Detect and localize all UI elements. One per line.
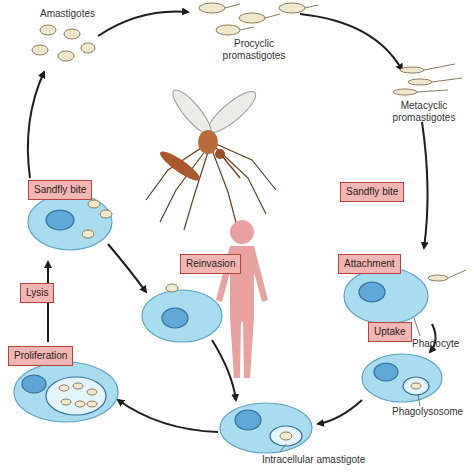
stage-label: Intracellular amastigote: [262, 454, 365, 466]
procyclic-promastigotes: [199, 3, 318, 35]
step-box: Proliferation: [8, 346, 73, 366]
step-label: Sandfly bite: [34, 184, 86, 196]
step-label: Reinvasion: [186, 258, 235, 270]
step-box: Sandfly bite: [340, 182, 404, 202]
stage-label: Metacyclic promastigotes: [384, 100, 464, 124]
human-figure: [216, 220, 268, 378]
step-label: Sandfly bite: [346, 186, 398, 198]
step-box: Lysis: [20, 283, 54, 303]
step-box: Attachment: [338, 254, 401, 274]
parasite-forms: [59, 200, 466, 440]
step-box: Sandfly bite: [28, 180, 92, 200]
step-box: Uptake: [368, 322, 412, 342]
step-label: Attachment: [344, 258, 395, 270]
step-label: Lysis: [26, 287, 48, 299]
step-box: Reinvasion: [180, 254, 241, 274]
step-label: Uptake: [374, 326, 406, 338]
phagocyte-cells: [14, 194, 442, 453]
stage-label: Phagolysosome: [392, 406, 463, 418]
step-label: Proliferation: [14, 350, 67, 362]
metacyclic-promastigotes: [393, 64, 462, 95]
amastigote-cells: [32, 25, 95, 61]
stage-label: Amastigotes: [40, 8, 95, 20]
stage-label: Phagocyte: [412, 338, 459, 350]
leader-lines: [280, 318, 420, 452]
sandfly-illustration: [146, 85, 276, 230]
stage-label: Procyclic promastigotes: [214, 38, 294, 62]
